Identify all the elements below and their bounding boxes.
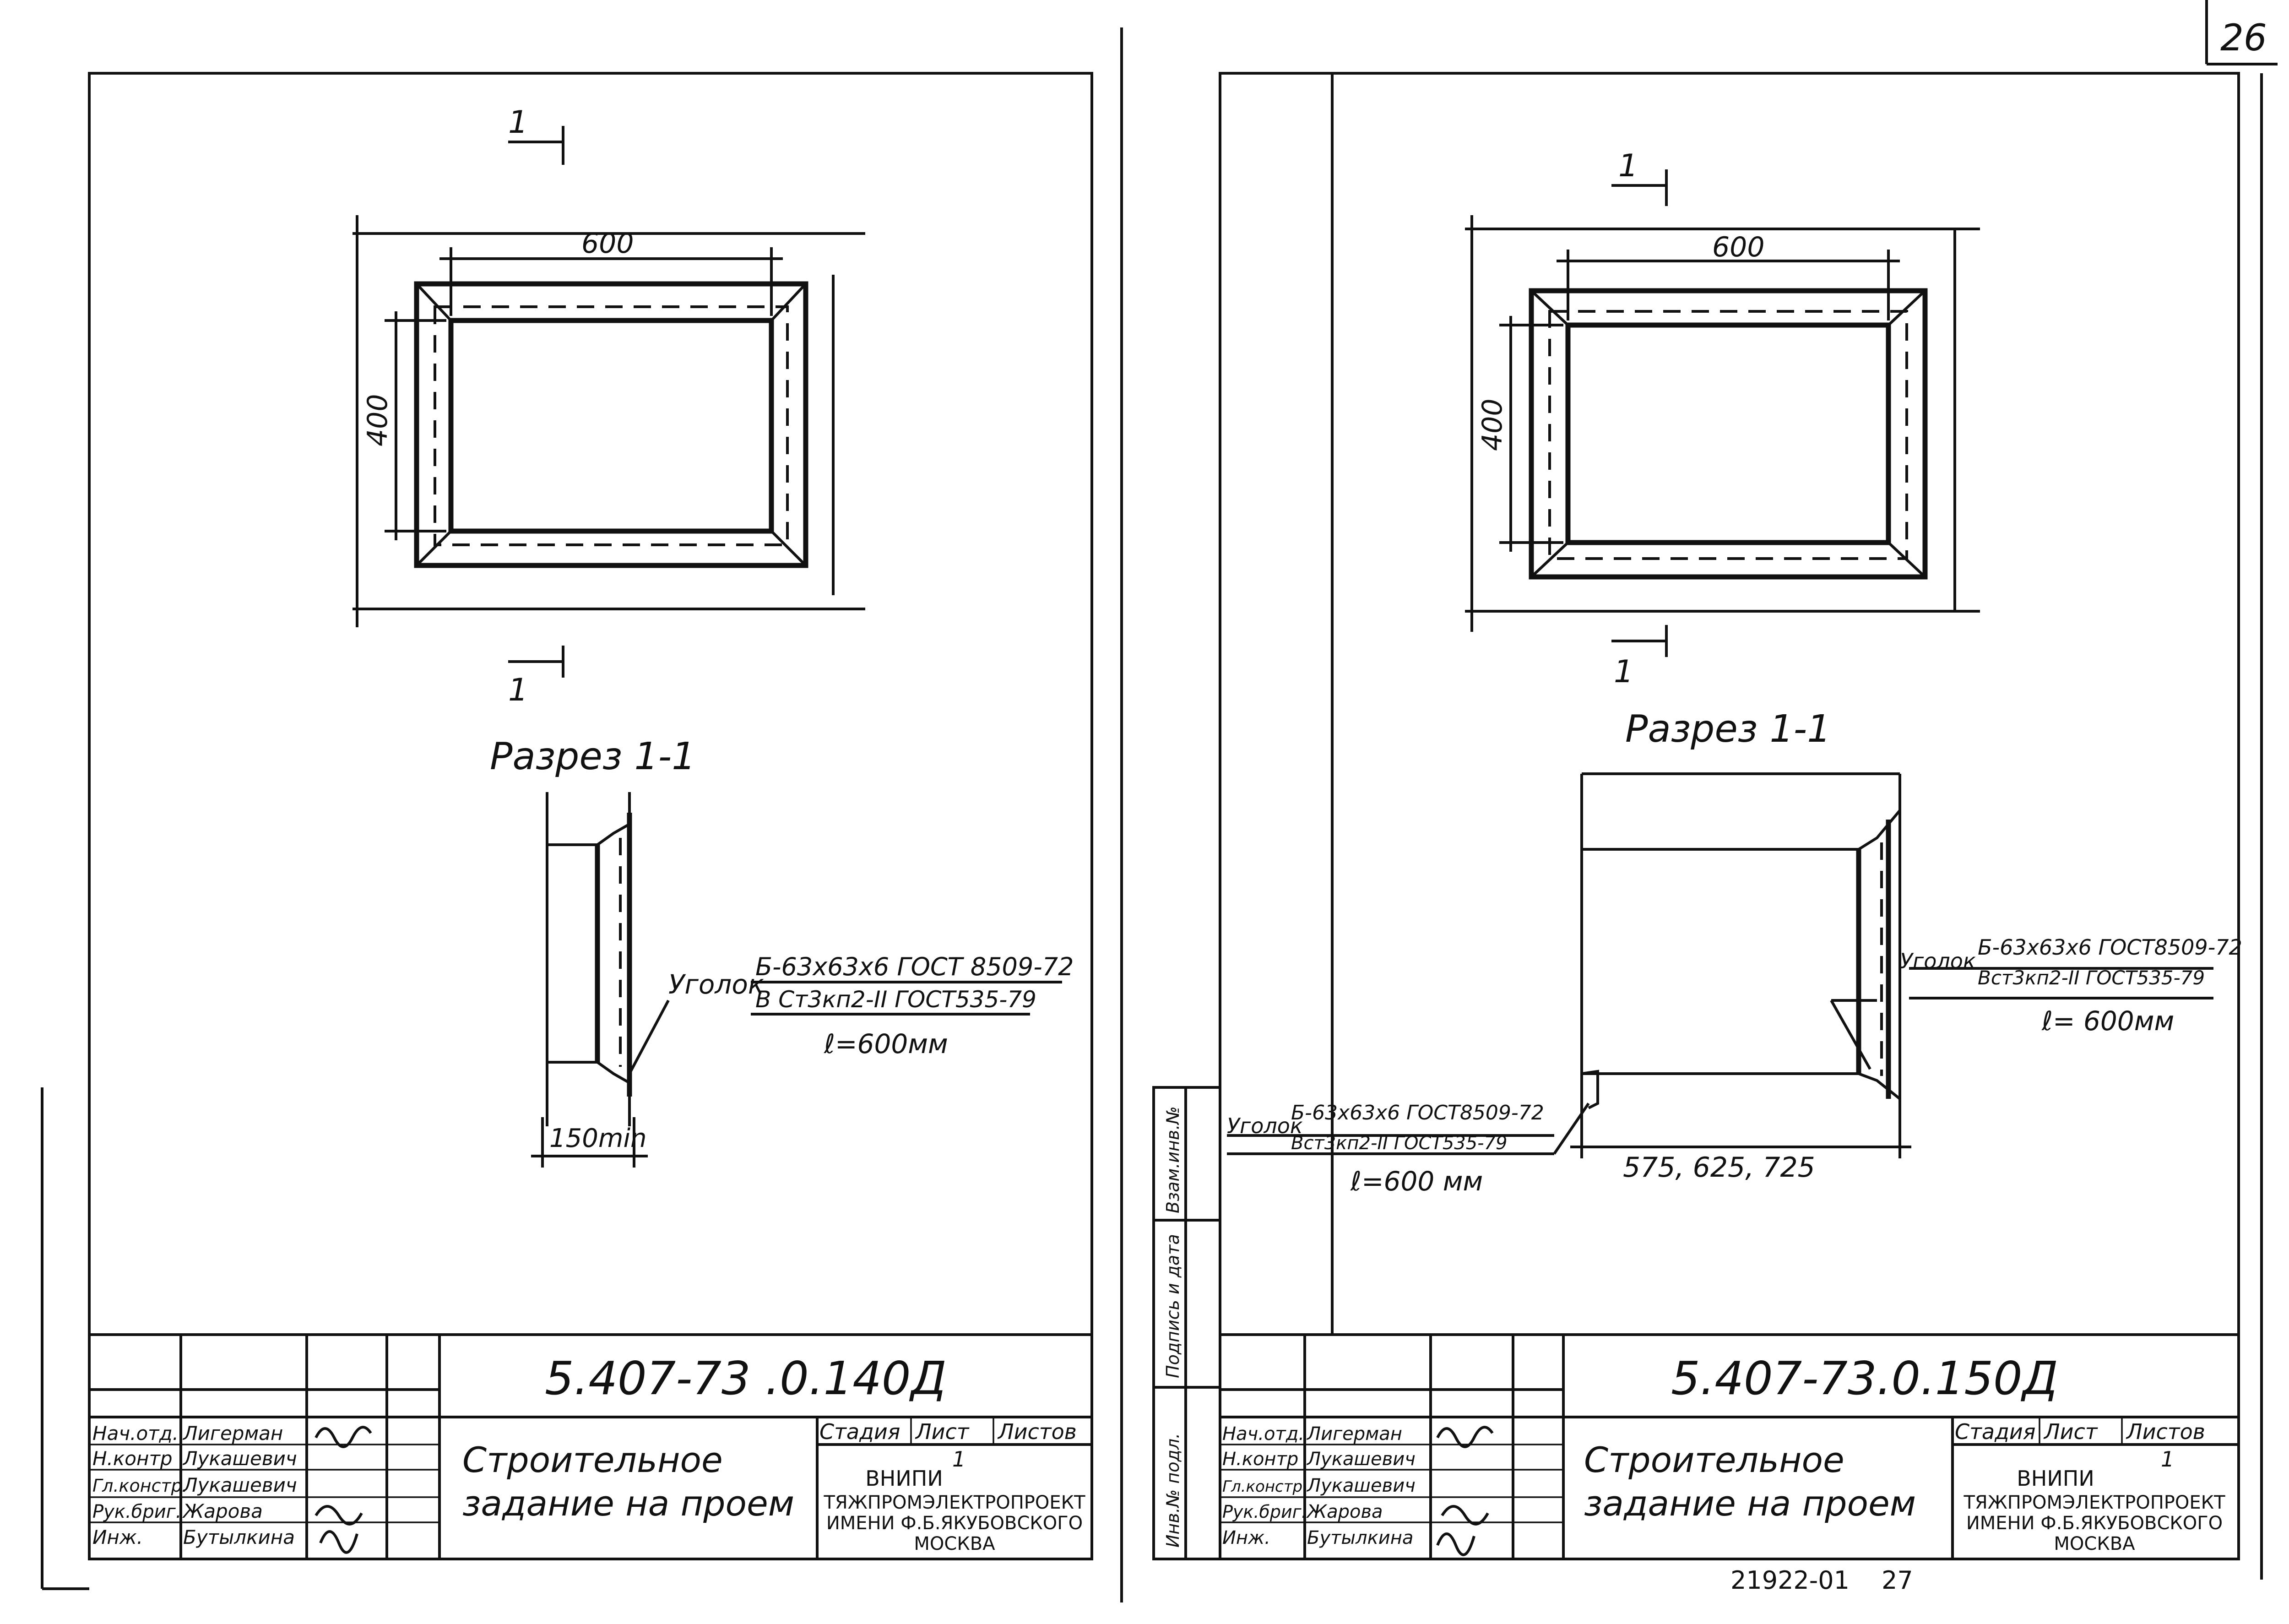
right-sheet-value: 1	[2161, 1447, 2174, 1472]
right-stamp-1: Подпись и дата	[1163, 1234, 1183, 1378]
left-angle-spec-bottom: В Ст3кп2-II ГОСТ535-79	[755, 986, 1036, 1013]
left-org-line3: ИМЕНИ Ф.Б.ЯКУБОВСКОГО	[826, 1513, 1083, 1534]
right-staff-name-4: Бутылкина	[1307, 1527, 1413, 1548]
left-dim-600: 600	[581, 228, 634, 260]
left-title-line2: задание на проем	[462, 1483, 794, 1524]
right-dim-600: 600	[1712, 231, 1765, 263]
left-angle-label: Уголок	[668, 969, 764, 1000]
left-sheet-value: 1	[952, 1447, 966, 1472]
right-staff-role-4: Инж.	[1222, 1527, 1270, 1548]
left-signature	[319, 1530, 358, 1554]
right-angle-spec-top: Б-63x63x6 ГОСТ8509-72	[1978, 935, 2242, 960]
right-plan-view: 600 400 1 1	[1465, 148, 1980, 690]
left-staff-name-4: Бутылкина	[183, 1526, 295, 1548]
left-sheet: 600 400 1 1 Разрез 1-1	[41, 72, 1093, 1590]
bottom-code: 21922-01	[1730, 1566, 1850, 1595]
left-sheets-label: Листов	[997, 1419, 1077, 1444]
left-section-mark-bottom: 1	[508, 672, 528, 708]
right-sheet: Взам.инв.№ Подпись и дата Инв.№ подл. 60…	[1152, 72, 2263, 1595]
left-section-view: Разрез 1-1 150min Уголок Б-63x63x6 ГОСТ …	[490, 735, 1074, 1168]
left-depth-dim: 150min	[549, 1124, 647, 1153]
right-dim-400: 400	[1476, 398, 1508, 451]
right-angle-label: Уголок	[1900, 949, 1976, 973]
right-org-line4: МОСКВА	[2054, 1533, 2135, 1554]
right-stage-label: Стадия	[1955, 1419, 2035, 1444]
right-sheets-label: Листов	[2126, 1419, 2205, 1444]
right-title-line1: Строительное	[1584, 1439, 1844, 1480]
right-signature	[1436, 1532, 1475, 1556]
right-plan-dashed	[1548, 310, 1908, 560]
left-staff-role-0: Нач.отд.	[92, 1422, 179, 1445]
left-length-note: ℓ=600мм	[824, 1028, 948, 1059]
right-org-line2: ТЯЖПРОМЭЛЕКТРОПРОЕКТ	[1963, 1492, 2225, 1513]
left-stage-label: Стадия	[819, 1419, 900, 1444]
left-signature	[315, 1426, 372, 1448]
right-depth-dim: 575, 625, 725	[1623, 1151, 1815, 1184]
right-left-angle-label: Уголок	[1227, 1113, 1303, 1138]
right-title-line2: задание на проем	[1584, 1483, 1916, 1524]
right-angle-spec-bottom: Вст3кп2-II ГОСТ535-79	[1978, 967, 2205, 989]
left-staff-role-4: Инж.	[92, 1526, 143, 1548]
right-staff-name-2: Лукашевич	[1306, 1475, 1416, 1496]
right-plan-opening	[1565, 322, 1891, 545]
right-section-view: Разрез 1-1 575, 625, 725 Уголок Б-63x63x…	[1227, 707, 2242, 1197]
left-staff-name-1: Лукашевич	[182, 1447, 297, 1470]
bottom-page: 27	[1882, 1566, 1913, 1595]
left-drawing-code: 5.407-73 .0.140Д	[545, 1352, 947, 1405]
right-staff-name-3: Жарова	[1306, 1501, 1383, 1522]
left-angle-spec-top: Б-63x63x6 ГОСТ 8509-72	[755, 952, 1074, 981]
right-left-length-note: ℓ=600 мм	[1350, 1166, 1483, 1197]
right-drawing-code: 5.407-73.0.150Д	[1671, 1352, 2058, 1405]
left-staff-role-1: Н.контр	[92, 1447, 173, 1470]
right-stamp-0: Взам.инв.№	[1163, 1106, 1183, 1213]
left-staff-role-3: Рук.бриг.	[92, 1501, 181, 1522]
right-section-mark-top: 1	[1618, 148, 1638, 184]
right-section-title: Разрез 1-1	[1625, 707, 1831, 751]
left-staff-name-2: Лукашевич	[182, 1474, 297, 1496]
left-plan-outer	[414, 281, 808, 568]
left-title-block: 5.407-73 .0.140Д Строительное задание на…	[89, 1333, 1092, 1559]
left-signature	[315, 1505, 363, 1526]
right-org-line1: ВНИПИ	[2017, 1466, 2094, 1491]
right-signature	[1441, 1505, 1489, 1526]
left-frame	[88, 72, 1093, 1560]
left-plan-opening	[448, 318, 774, 534]
left-staff-name-0: Лигерман	[182, 1422, 283, 1445]
left-plan-view: 600 400 1 1	[353, 104, 865, 708]
left-title-line1: Строительное	[462, 1439, 723, 1480]
left-dim-400: 400	[362, 394, 394, 446]
left-section-title: Разрез 1-1	[490, 735, 695, 778]
right-left-angle-spec-bottom: Вст3кп2-II ГОСТ535-79	[1291, 1133, 1508, 1154]
right-stamp-2: Инв.№ подл.	[1163, 1433, 1183, 1548]
right-staff-name-0: Лигерман	[1306, 1423, 1402, 1445]
right-length-note: ℓ= 600мм	[2041, 1005, 2174, 1037]
right-plan-outer	[1529, 288, 1928, 580]
left-staff-name-3: Жарова	[182, 1500, 263, 1522]
right-frame	[1219, 72, 2240, 1560]
right-staff-role-1: Н.контр	[1222, 1449, 1298, 1470]
left-plan-dashed	[434, 305, 789, 546]
left-staff-role-2: Гл.констр.	[92, 1476, 188, 1496]
left-org-line4: МОСКВА	[914, 1533, 995, 1554]
right-staff-name-1: Лукашевич	[1306, 1449, 1416, 1470]
left-sheet-label: Лист	[915, 1419, 970, 1444]
left-org-line1: ВНИПИ	[865, 1466, 943, 1491]
right-section-mark-bottom: 1	[1614, 654, 1633, 690]
page-number: 26	[2220, 16, 2267, 59]
left-org-line2: ТЯЖПРОМЭЛЕКТРОПРОЕКТ	[823, 1492, 1085, 1513]
right-left-angle-spec-top: Б-63x63x6 ГОСТ8509-72	[1291, 1101, 1544, 1124]
right-sheet-label: Лист	[2043, 1419, 2098, 1444]
right-staff-role-0: Нач.отд.	[1222, 1423, 1304, 1445]
right-staff-role-3: Рук.бриг.	[1222, 1502, 1307, 1522]
right-signature	[1436, 1426, 1494, 1448]
right-org-line3: ИМЕНИ Ф.Б.ЯКУБОВСКОГО	[1966, 1513, 2223, 1534]
right-title-block: 5.407-73.0.150Д Строительное задание на …	[1220, 1333, 2239, 1559]
left-section-mark-top: 1	[508, 104, 528, 141]
right-staff-role-2: Гл.констр.	[1222, 1477, 1307, 1496]
